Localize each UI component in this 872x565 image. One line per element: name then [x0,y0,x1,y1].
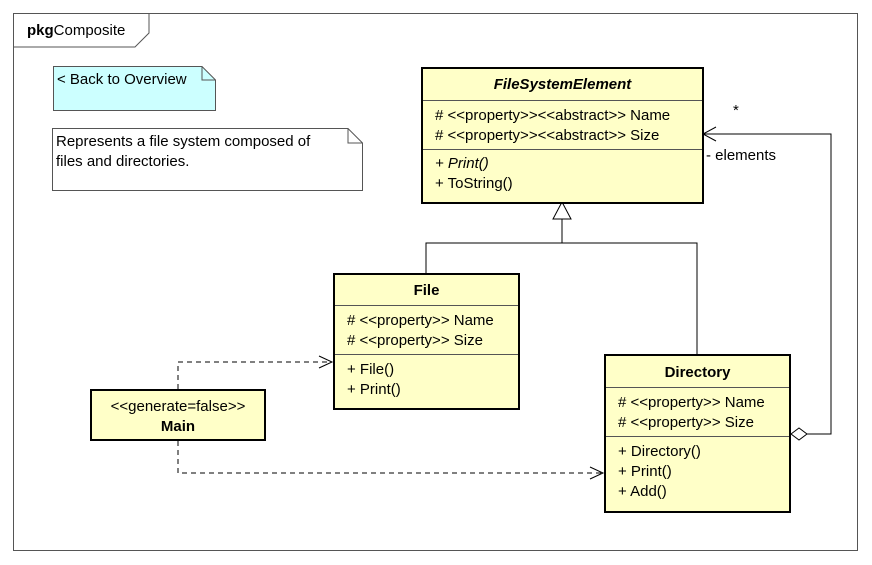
directory-operation-print: + Print() [618,463,672,480]
association-multiplicity: * [733,102,739,119]
package-name: Composite [53,22,126,39]
generalization-directory [562,242,698,355]
fse-attribute-size: # <<property>><<abstract>> Size [435,127,660,144]
class-main[interactable]: <<generate=false>> Main [90,389,266,441]
description-line-1: Represents a file system composed of [56,133,311,150]
description-line-2: files and directories. [56,153,190,170]
dependency-main-directory [177,441,603,474]
class-main-name: Main [160,418,196,435]
main-stereotype: <<generate=false>> [110,398,246,415]
fse-operation-tostring: + ToString() [435,175,513,192]
association-role: - elements [706,147,777,164]
aggregation-diamond [790,427,808,441]
aggregation-line [703,133,832,435]
class-filesystemelement[interactable]: FileSystemElement # <<property>><<abstra… [421,67,704,204]
fse-operation-print: + Print() [435,155,489,172]
directory-attribute-size: # <<property>> Size [618,414,754,431]
directory-attribute-name: # <<property>> Name [618,394,765,411]
class-file[interactable]: File # <<property>> Name # <<property>> … [333,273,520,410]
generalization-arrowhead [552,200,572,220]
directory-operation-add: + Add() [618,483,667,500]
class-file-name: File [413,282,440,299]
class-filesystemelement-name: FileSystemElement [493,76,632,93]
class-directory-name: Directory [664,364,731,381]
back-to-overview-note[interactable]: < Back to Overview [53,66,216,111]
package-title: pkgComposite [27,22,125,39]
fse-attribute-name: # <<property>><<abstract>> Name [435,107,671,124]
file-attribute-name: # <<property>> Name [347,312,494,329]
back-to-overview-link[interactable]: < Back to Overview [57,71,187,88]
dependency-main-file [177,361,332,389]
file-operation-print: + Print() [347,381,401,398]
file-attribute-size: # <<property>> Size [347,332,483,349]
directory-operation-constructor: + Directory() [618,443,701,460]
class-directory[interactable]: Directory # <<property>> Name # <<proper… [604,354,791,513]
generalization-file [425,219,563,273]
package-keyword: pkg [27,22,54,39]
description-note: Represents a file system composed of fil… [52,128,363,191]
package-frame [13,13,858,551]
file-operation-constructor: + File() [347,361,395,378]
